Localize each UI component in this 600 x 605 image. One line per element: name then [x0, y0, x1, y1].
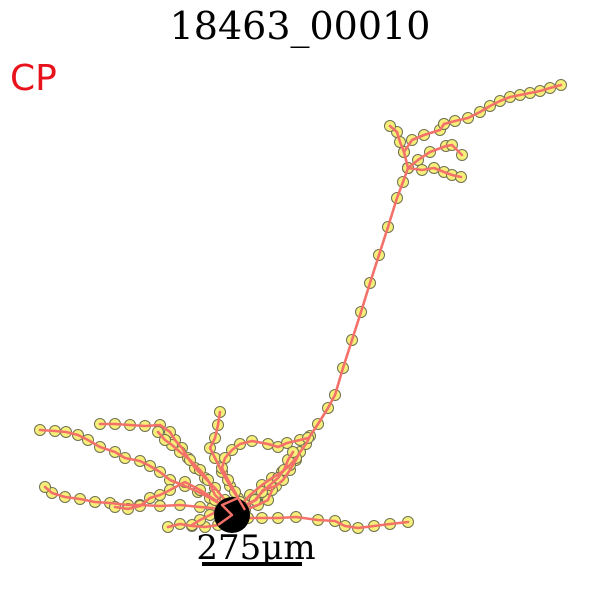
- neuron-branch: [402, 122, 446, 154]
- soma-branch-overlay: [217, 496, 247, 526]
- neuron-branch: [113, 480, 234, 517]
- neuron-branch: [388, 124, 410, 170]
- neuron-branch: [43, 485, 234, 517]
- neuron-branch: [406, 166, 463, 179]
- node-layer: [34, 79, 567, 534]
- region-label: CP: [10, 58, 57, 99]
- neuron-branch: [230, 450, 295, 517]
- scale-bar-label: 275μm: [196, 528, 316, 568]
- neuron-branch: [220, 436, 310, 517]
- neuron-branch: [442, 83, 563, 126]
- neuron-branch: [406, 143, 464, 170]
- neuron-branch: [230, 513, 410, 530]
- neuron-branch: [38, 428, 234, 517]
- page-title: 18463_00010: [169, 4, 431, 48]
- neuron-branch: [98, 422, 234, 517]
- neuron-branch: [156, 430, 234, 517]
- neuron-branch: [230, 456, 298, 517]
- scale-bar: [202, 562, 302, 566]
- neuron-branch: [230, 166, 410, 517]
